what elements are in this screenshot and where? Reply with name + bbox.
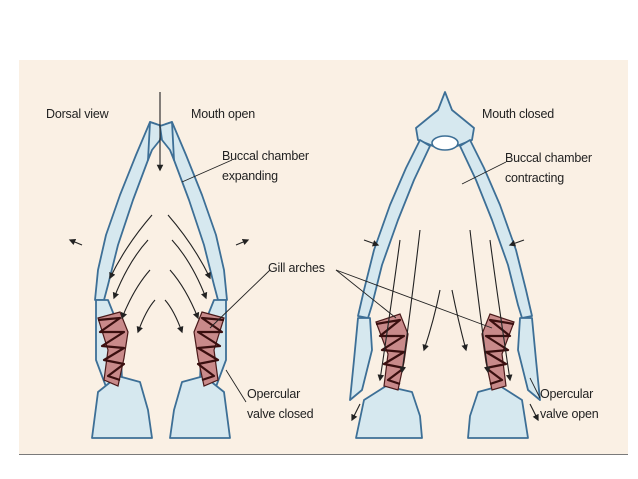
- label-mouth-closed: Mouth closed: [482, 107, 554, 121]
- right-head-mouth-valve: [431, 135, 459, 151]
- left-water-flow-arrows: [68, 92, 250, 334]
- right-fish-head: [349, 91, 541, 439]
- right-head-right-body: [467, 385, 529, 439]
- right-head-right-operculum: [517, 317, 541, 401]
- leader-lines: [181, 159, 541, 403]
- left-fish-head: [91, 121, 231, 439]
- label-opercular-open-line2: valve open: [540, 407, 599, 421]
- label-dorsal-view: Dorsal view: [46, 107, 110, 121]
- label-opercular-open-line1: Opercular: [540, 387, 593, 401]
- label-mouth-open: Mouth open: [191, 107, 255, 121]
- label-buccal-contracting-line1: Buccal chamber: [505, 151, 592, 165]
- label-gill-arches: Gill arches: [268, 261, 325, 275]
- left-head-right-wall: [165, 121, 228, 301]
- label-buccal-expanding-line2: expanding: [222, 169, 278, 183]
- right-head-left-body: [355, 385, 423, 439]
- left-head-right-body: [169, 375, 231, 439]
- right-head-left-operculum: [349, 317, 373, 401]
- label-buccal-expanding-line1: Buccal chamber: [222, 149, 309, 163]
- label-opercular-closed-line2: valve closed: [247, 407, 314, 421]
- label-opercular-closed-line1: Opercular: [247, 387, 300, 401]
- label-buccal-contracting-line2: contracting: [505, 171, 564, 185]
- right-water-flow-arrows: [351, 229, 539, 422]
- left-head-left-body: [91, 375, 153, 439]
